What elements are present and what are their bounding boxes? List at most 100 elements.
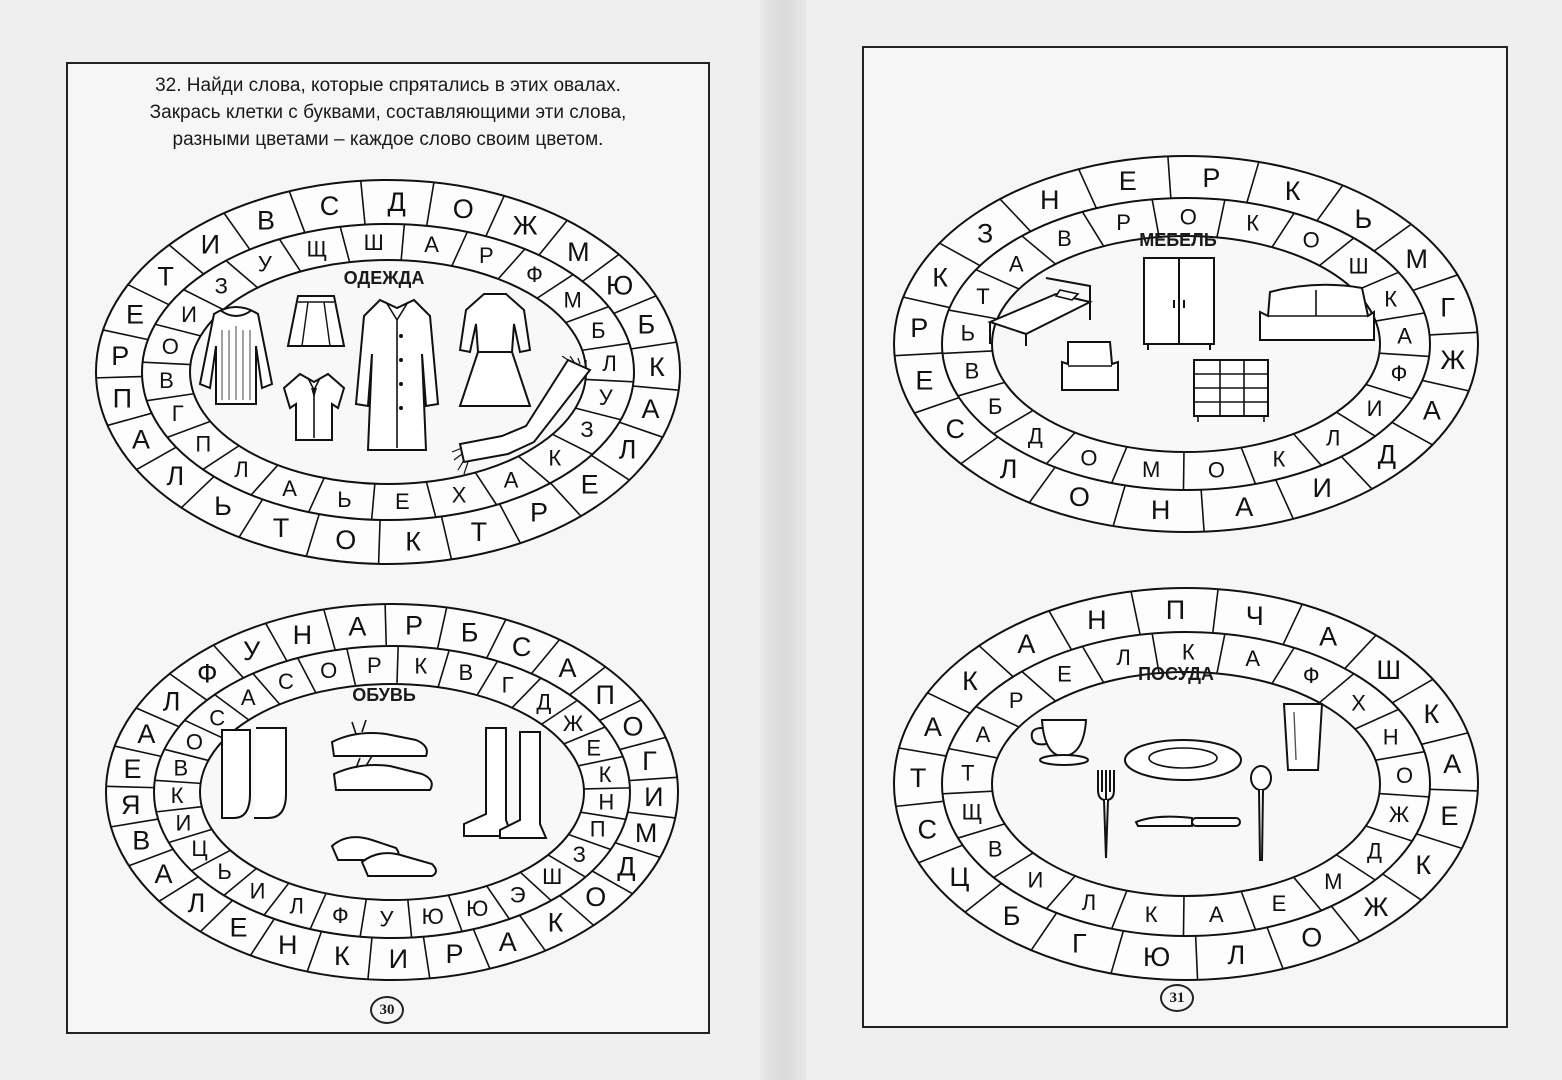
inner-ring-letter-cell: Ф [1303,663,1320,688]
outer-ring-letter-cell: В [257,205,275,235]
outer-ring-letter-cell: З [977,218,993,248]
sofa-image [1259,283,1375,341]
outer-ring-letter-cell: М [567,237,590,267]
category-title-dishes: ПОСУДА [1138,664,1214,684]
page-number-right: 31 [1160,984,1194,1012]
outer-ring-letter-cell: И [1313,473,1332,503]
outer-ring-letter-cell: Т [157,261,174,291]
inner-ring-letter-cell: В [459,660,474,685]
outer-ring-letter-cell: Ю [1143,942,1170,972]
inner-ring-letter-cell: А [1209,902,1224,927]
instruction-line-1: 32. Найди слова, которые спрятались в эт… [155,75,621,96]
outer-ring-letter-cell: Е [1119,166,1137,196]
inner-ring-letter-cell: Х [1351,690,1366,715]
inner-ring-letter-cell: Л [602,351,616,376]
category-title-furniture: МЕБЕЛЬ [1139,230,1217,250]
inner-ring-letter-cell: Х [452,483,467,508]
inner-ring-letter-cell: В [173,756,188,781]
blouse-image [282,372,346,441]
outer-ring-letter-cell: Е [1440,801,1458,831]
inner-ring-letter-cell: Е [1057,662,1072,687]
sweater-image [198,306,274,405]
inner-ring-letter-cell: С [278,669,294,694]
outer-ring-letter-cell: Я [121,790,141,820]
dresser-image [1193,359,1269,422]
inner-ring-letter-cell: О [1180,205,1197,230]
instruction-line-3: разными цветами – каждое слово своим цве… [172,129,604,150]
inner-ring-letter-cell: Л [1326,425,1340,450]
inner-ring-letter-cell: А [976,722,991,747]
skirt-image [286,295,346,347]
scarf-image [451,356,592,475]
inner-ring-letter-cell: Е [395,489,410,514]
inner-ring-letter-cell: В [159,368,174,393]
outer-ring-letter-cell: О [622,711,643,741]
inner-ring-letter-cell: Ь [337,487,351,512]
inner-ring-letter-cell: В [988,836,1003,861]
outer-ring-letter-cell: Т [273,513,290,543]
outer-ring-letter-cell: Ж [1440,345,1465,375]
outer-ring-letter-cell: О [453,194,474,224]
inner-ring-letter-cell: З [215,274,228,299]
outer-ring-letter-cell: Н [293,620,313,650]
inner-ring-letter-cell: О [1396,763,1413,788]
outer-ring-letter-cell: Ь [214,491,232,521]
outer-ring-letter-cell: Г [1072,929,1087,959]
outer-ring-letter-cell: Л [1000,454,1018,484]
inner-ring-letter-cell: Л [234,457,248,482]
outer-ring-letter-cell: А [1443,749,1461,779]
inner-ring-letter-cell: Щ [307,236,328,261]
outer-ring-letter-cell: К [1415,850,1431,880]
coat-image [354,298,440,451]
inner-ring-letter-cell: Ь [961,321,975,346]
inner-ring-letter-cell: О [1208,457,1225,482]
inner-ring-letter-cell: С [209,706,225,731]
outer-ring-letter-cell: С [512,632,531,662]
flats-image [330,836,437,877]
inner-ring-letter-cell: А [1009,251,1024,276]
glass-image [1282,703,1324,771]
fork-image [1097,770,1115,859]
inner-ring-letter-cell: Г [502,672,514,697]
outer-ring-letter-cell: Р [111,341,129,371]
outer-ring-letter-cell: С [945,414,965,444]
outer-ring-letter-cell: П [596,680,615,710]
outer-ring-letter-cell: К [649,352,665,382]
inner-ring-letter-cell: К [548,445,561,470]
boots-image [463,727,548,839]
outer-ring-letter-cell: А [641,394,659,424]
inner-ring-letter-cell: И [1367,396,1383,421]
wardrobe-image [1143,257,1215,350]
outer-ring-letter-cell: Л [619,434,637,464]
outer-ring-letter-cell: Н [278,930,298,960]
category-title-clothes: ОДЕЖДА [343,268,425,288]
inner-ring-letter-cell: П [590,817,606,842]
outer-ring-letter-cell: Н [1087,605,1107,635]
inner-ring-letter-cell: У [599,385,614,410]
outer-ring-letter-cell: А [1017,629,1035,659]
outer-ring-letter-cell: Б [461,618,479,648]
inner-ring-letter-cell: М [1142,457,1160,482]
inner-ring-letter-cell: О [162,334,179,359]
outer-ring-letter-cell: Б [638,310,656,340]
outer-ring-letter-cell: И [201,229,220,259]
inner-ring-letter-cell: Н [1383,725,1399,750]
outer-ring-letter-cell: И [389,944,408,974]
inner-ring-letter-cell: И [176,810,192,835]
inner-ring-letter-cell: Ь [217,859,231,884]
inner-ring-letter-cell: И [181,302,197,327]
outer-ring-letter-cell: Л [1228,940,1246,970]
outer-ring-letter-cell: М [635,818,658,848]
outer-ring-letter-cell: У [243,636,261,666]
outer-ring-letter-cell: Д [388,187,406,217]
outer-ring-letter-cell: Ь [1355,204,1373,234]
outer-ring-letter-cell: О [1069,482,1090,512]
outer-ring-letter-cell: К [932,263,948,293]
outer-ring-letter-cell: А [1423,395,1441,425]
inner-ring-letter-cell: А [282,476,297,501]
outer-ring-letter-cell: Ж [1363,892,1388,922]
book-gutter [760,0,806,1080]
inner-ring-letter-cell: В [965,358,980,383]
outer-ring-letter-cell: А [1235,492,1253,522]
